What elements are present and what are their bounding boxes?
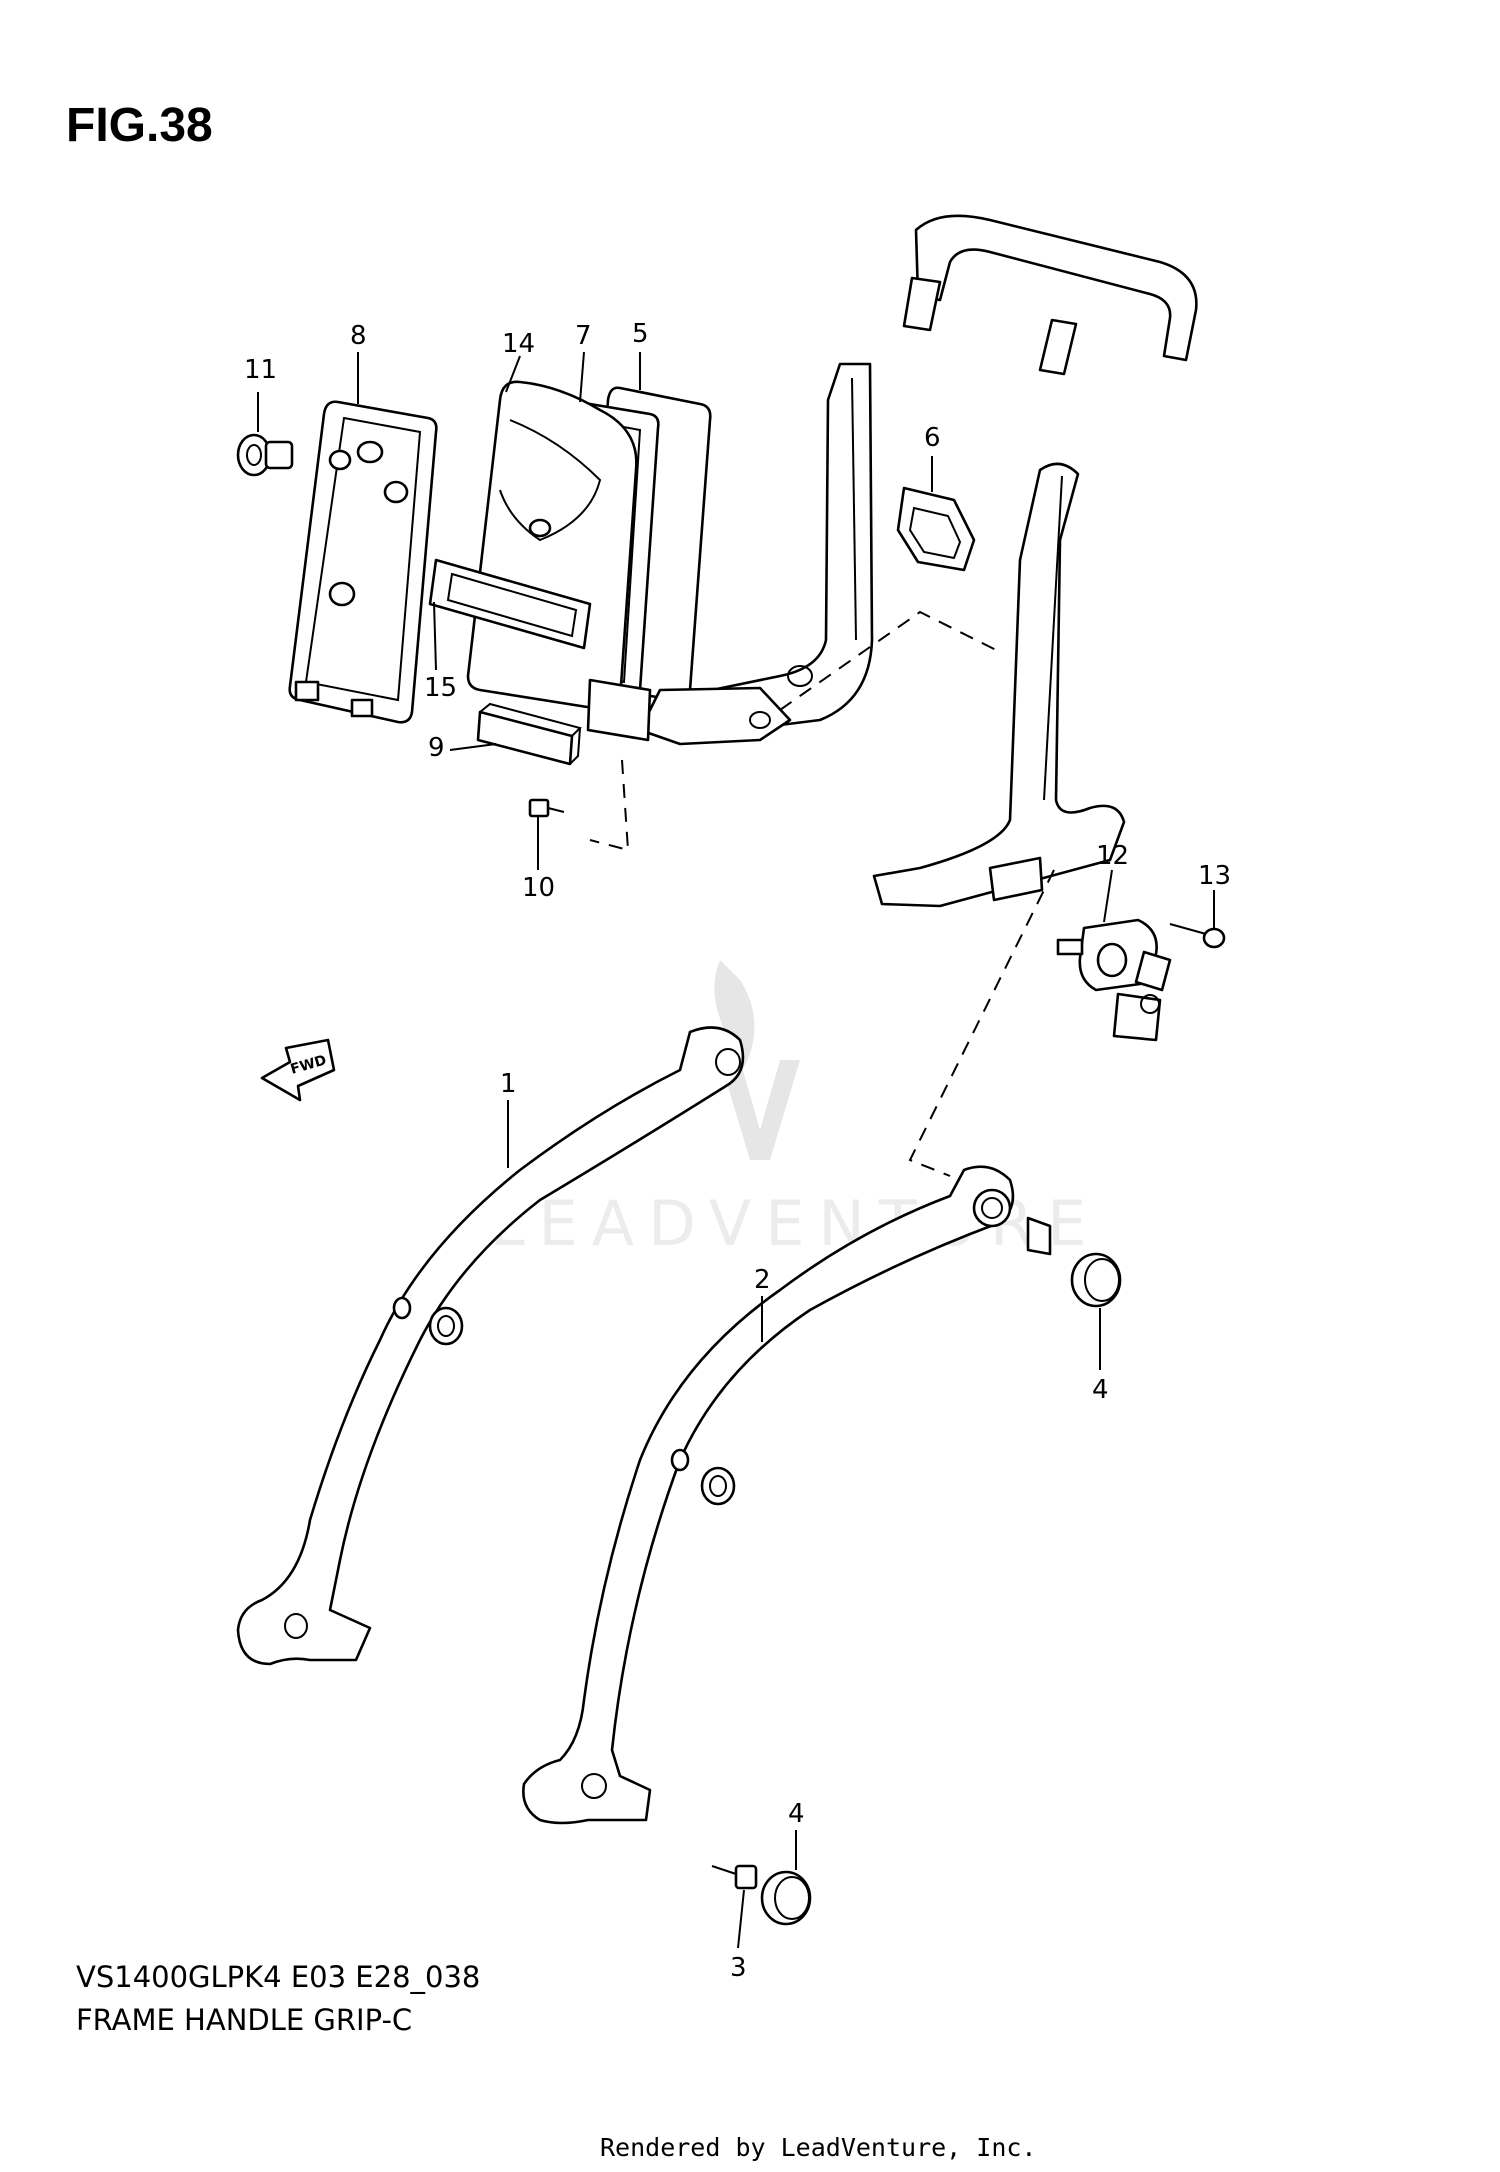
callout-4-upper: 4 — [1092, 1375, 1109, 1405]
part-4-cap-lower — [760, 1870, 812, 1926]
part-9-pad — [476, 702, 582, 766]
part-3-bolt — [711, 1864, 758, 1890]
part-10-bolt — [528, 798, 565, 818]
callout-15: 15 — [424, 673, 457, 703]
backrest-frame — [872, 462, 1126, 908]
callout-1: 1 — [500, 1069, 517, 1099]
leader-lines — [257, 351, 1215, 1949]
part-2-frame-rail — [522, 1165, 1052, 1825]
part-12-lock — [1056, 918, 1172, 1042]
model-code: VS1400GLPK4 E03 E28_038 — [76, 1960, 481, 1994]
callout-8: 8 — [350, 321, 367, 351]
callout-3: 3 — [730, 1953, 747, 1983]
callout-10: 10 — [522, 873, 555, 903]
callout-11: 11 — [244, 355, 277, 385]
part-13-screw — [1169, 923, 1226, 949]
part-4-cap-upper — [1070, 1252, 1122, 1308]
part-1-frame-rail — [236, 1026, 745, 1666]
watermark-logo: LEADVENTURE — [490, 960, 1086, 1260]
part-8-cover-plate — [288, 400, 438, 724]
callout-13: 13 — [1198, 861, 1231, 891]
section-name: FRAME HANDLE GRIP-C — [76, 2003, 413, 2037]
callout-14: 14 — [502, 329, 535, 359]
assembly-lines — [589, 610, 1055, 1177]
handle-grip-top — [902, 214, 1198, 376]
callout-labels: 11 8 14 7 5 6 15 9 10 12 13 1 2 4 4 3 — [244, 319, 1231, 1983]
part-14-cover — [466, 380, 638, 712]
part-6-bracket — [896, 486, 976, 572]
fwd-arrow-icon: FWD — [260, 1038, 336, 1102]
part-11-bolt — [236, 433, 294, 477]
part-15-strap — [428, 558, 592, 650]
callout-6: 6 — [924, 423, 941, 453]
mounting-bracket — [586, 362, 874, 746]
callout-5: 5 — [632, 319, 649, 349]
callout-7: 7 — [575, 321, 592, 351]
callout-2: 2 — [754, 1265, 771, 1295]
rendered-by: Rendered by LeadVenture, Inc. — [600, 2133, 1037, 2162]
callout-12: 12 — [1096, 841, 1129, 871]
figure-title: FIG.38 — [66, 99, 213, 152]
callout-9: 9 — [428, 733, 445, 763]
callout-4-lower: 4 — [788, 1799, 805, 1829]
